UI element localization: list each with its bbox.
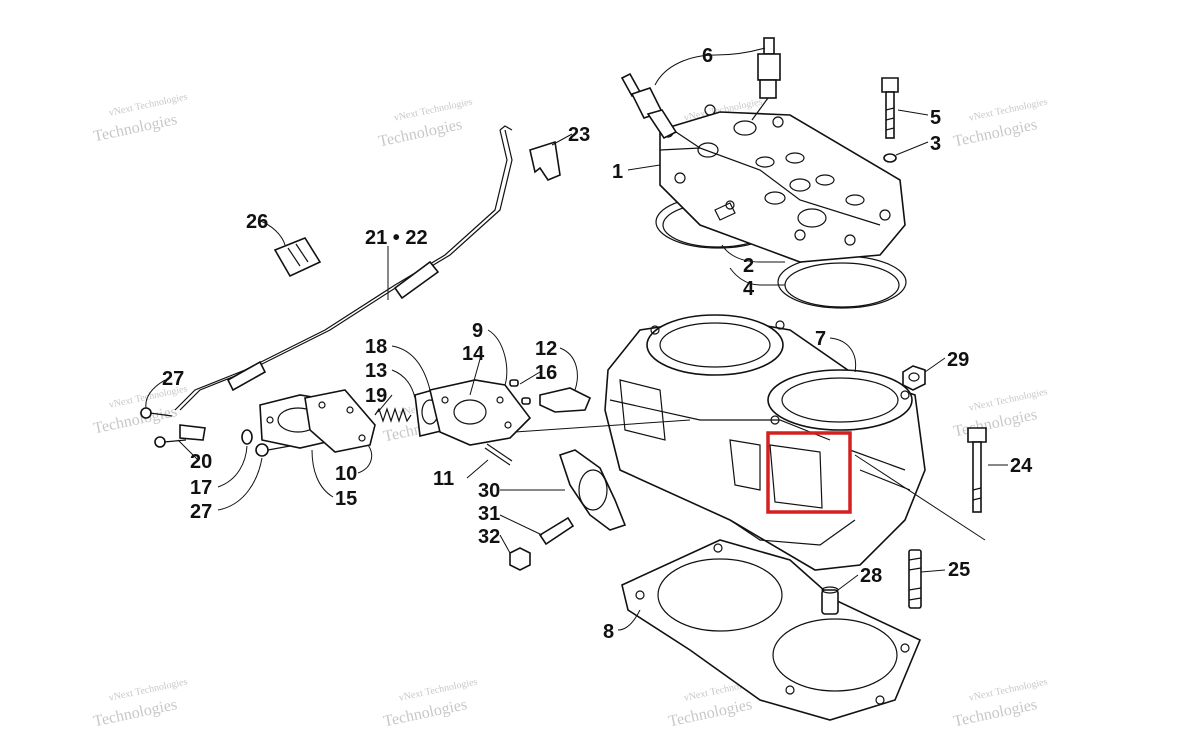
callout-25: 25: [948, 559, 970, 581]
watermark-top-right: vNext Technologies Technologies: [952, 96, 1049, 150]
callout-9: 9: [472, 320, 483, 342]
callout-6: 6: [702, 45, 713, 67]
base-gasket[interactable]: [621, 539, 922, 721]
svg-text:vNext Technologies: vNext Technologies: [398, 676, 479, 703]
cylinder-nut[interactable]: [902, 365, 926, 391]
watermark-top-left: vNext Technologies Technologies: [92, 91, 189, 145]
cable-assembly[interactable]: [174, 125, 513, 411]
svg-text:Technologies: Technologies: [382, 696, 469, 730]
cable-clip[interactable]: [529, 140, 561, 181]
highlight-box: [766, 431, 852, 514]
leader-housing-path: [514, 419, 691, 433]
callout-3: 3: [930, 133, 941, 155]
callout-23: 23: [568, 124, 590, 146]
actuator-lever[interactable]: [179, 424, 206, 441]
callout-2: 2: [743, 255, 754, 277]
callout-17: 17: [190, 477, 212, 499]
head-gasket-ring-right[interactable]: [777, 255, 907, 309]
svg-text:Technologies: Technologies: [377, 116, 464, 150]
svg-text:Technologies: Technologies: [92, 403, 179, 437]
cylinder-stud[interactable]: [908, 549, 922, 609]
callout-7: 7: [815, 328, 826, 350]
valve-spring[interactable]: [374, 407, 412, 423]
head-oring-right[interactable]: [784, 262, 900, 308]
callout-4: 4: [743, 278, 755, 300]
spark-plug-left[interactable]: [620, 72, 701, 149]
callout-19: 19: [365, 385, 387, 407]
callout-11: 11: [433, 468, 454, 490]
leader-lines: [145, 47, 1008, 631]
svg-text:Technologies: Technologies: [952, 116, 1039, 150]
valve-pins[interactable]: [509, 379, 531, 405]
svg-text:vNext Technologies: vNext Technologies: [108, 91, 189, 118]
callout-8: 8: [603, 621, 614, 643]
housing-bolt[interactable]: [484, 443, 513, 466]
cable-retainer[interactable]: [273, 237, 322, 278]
valve-housing[interactable]: [429, 379, 532, 446]
callout-5: 5: [930, 107, 941, 129]
callout-27-lower: 27: [190, 501, 212, 523]
callout-labels: 1 2 3 4 5 6 7 8 9 10 11 12 13 14 15 16 1…: [162, 45, 1033, 643]
exhaust-gasket[interactable]: [558, 449, 627, 531]
callout-13: 13: [365, 360, 387, 382]
cylinder-bolt[interactable]: [967, 427, 987, 513]
callout-21-22: 21 • 22: [365, 227, 428, 249]
callout-28: 28: [860, 565, 882, 587]
screw-bottom[interactable]: [255, 443, 291, 457]
svg-text:Technologies: Technologies: [92, 111, 179, 145]
exhaust-stud[interactable]: [538, 516, 575, 546]
callout-26: 26: [246, 211, 268, 233]
svg-text:vNext Technologies: vNext Technologies: [393, 96, 474, 123]
svg-text:Technologies: Technologies: [92, 696, 179, 730]
svg-text:vNext Technologies: vNext Technologies: [968, 96, 1049, 123]
watermark-bottom-mid: vNext Technologies Technologies: [382, 676, 479, 730]
callout-29: 29: [947, 349, 969, 371]
svg-text:vNext Technologies: vNext Technologies: [968, 386, 1049, 413]
svg-text:Technologies: Technologies: [952, 406, 1039, 440]
svg-text:vNext Technologies: vNext Technologies: [108, 676, 189, 703]
svg-text:Technologies: Technologies: [952, 696, 1039, 730]
leader-bolt-path: [854, 454, 986, 541]
callout-31: 31: [478, 503, 500, 525]
callout-12: 12: [535, 338, 557, 360]
cylinder-head[interactable]: [659, 104, 906, 263]
watermark-top-mid: vNext Technologies Technologies: [377, 96, 474, 150]
callout-27-upper: 27: [162, 368, 184, 390]
svg-text:vNext Technologies: vNext Technologies: [968, 676, 1049, 703]
watermark-bottom-left: vNext Technologies Technologies: [92, 676, 189, 730]
svg-text:Technologies: Technologies: [667, 696, 754, 730]
actuator-gasket[interactable]: [304, 389, 376, 453]
watermark-mid-far-right: vNext Technologies Technologies: [952, 386, 1049, 440]
callout-15: 15: [335, 488, 357, 510]
watermark-bottom-right: vNext Technologies Technologies: [952, 676, 1049, 730]
callout-32: 32: [478, 526, 500, 548]
spark-plug-right[interactable]: [751, 37, 781, 121]
valve-oring[interactable]: [241, 429, 253, 445]
screw-lower[interactable]: [154, 436, 187, 448]
cylinder-block[interactable]: [604, 314, 926, 571]
callout-24: 24: [1010, 455, 1033, 477]
dowel-pin[interactable]: [821, 586, 839, 615]
callout-18: 18: [365, 336, 387, 358]
exhaust-nut[interactable]: [509, 547, 531, 571]
head-washer[interactable]: [883, 153, 897, 163]
valve-guillotine[interactable]: [539, 387, 592, 413]
callout-10: 10: [335, 463, 357, 485]
callout-16: 16: [535, 362, 557, 384]
callout-30: 30: [478, 480, 500, 502]
callout-1: 1: [612, 161, 623, 183]
watermark-mid-left: vNext Technologies Technologies: [92, 383, 189, 437]
head-bolt[interactable]: [881, 77, 899, 139]
callout-20: 20: [190, 451, 212, 473]
callout-14: 14: [462, 343, 485, 365]
